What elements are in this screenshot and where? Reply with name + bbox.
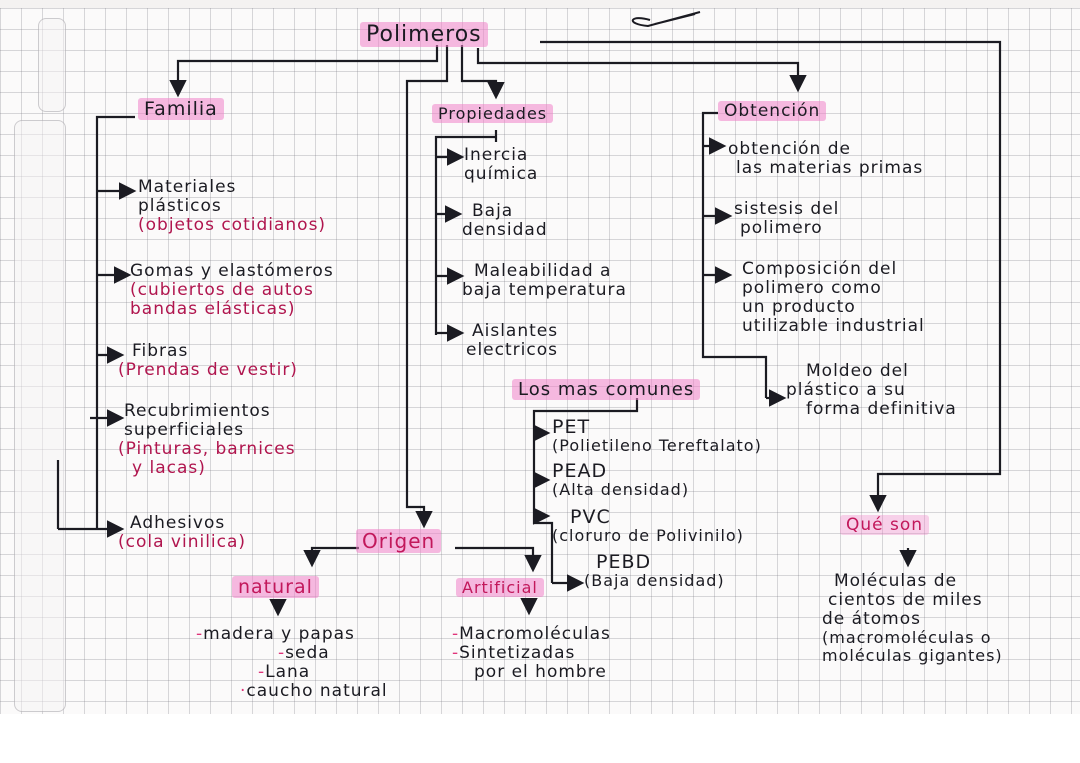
item-text: plástico a su	[786, 380, 906, 400]
item-text: obtención de	[728, 139, 851, 159]
item-paren: (cloruro de Polivinilo)	[552, 526, 744, 545]
familia-item-2: Gomas y elastómeros (cubiertos de autos …	[130, 262, 334, 319]
queson-header: Qué son	[840, 515, 930, 535]
artificial-items: -Macromoléculas -Sintetizadas por el hom…	[452, 624, 611, 682]
item-text: Moldeo del	[806, 361, 909, 381]
origen-label: Origen	[356, 529, 442, 553]
bottom-strip	[0, 714, 1080, 763]
natural-label: natural	[232, 576, 319, 598]
familia-item-1: Materiales plásticos (objetos cotidianos…	[138, 178, 326, 235]
item-text: Maleabilidad a	[474, 261, 612, 281]
propiedades-label: Propiedades	[432, 104, 554, 123]
obtencion-item-4: Moldeo del plástico a su forma definitiv…	[786, 362, 957, 419]
item-text: Aislantes	[472, 321, 559, 341]
comunes-label: Los mas comunes	[512, 379, 701, 400]
item-text: Sintetizadas	[459, 643, 576, 663]
item-text: madera y papas	[203, 624, 355, 644]
obtencion-header: Obtención	[718, 101, 827, 121]
item-code: PEBD	[596, 551, 652, 573]
item-text: electricos	[466, 340, 558, 360]
origen-header: Origen	[356, 529, 442, 553]
item-text: Lana	[265, 662, 311, 682]
root-title: Polimeros	[360, 22, 488, 47]
item-text: plásticos	[138, 196, 222, 216]
familia-header: Familia	[138, 98, 224, 120]
item-paren: (Baja densidad)	[584, 571, 725, 590]
item-text: Composición del	[742, 259, 898, 279]
item-paren: (Prendas de vestir)	[118, 360, 298, 380]
natural-items: -madera y papas -seda -Lana ·caucho natu…	[196, 624, 388, 701]
item-text: las materias primas	[736, 158, 924, 178]
signature-scribble	[631, 11, 701, 28]
familia-label: Familia	[138, 98, 224, 120]
artificial-label: Artificial	[456, 578, 544, 597]
familia-item-5: Adhesivos (cola vinilica)	[118, 514, 246, 552]
obtencion-item-2: sistesis del polimero	[734, 200, 839, 238]
item-text: Recubrimientos	[124, 401, 271, 421]
item-paren: (Polietileno Tereftalato)	[552, 436, 762, 455]
item-text: densidad	[462, 220, 548, 240]
grid-paper	[0, 8, 1080, 714]
item-text: superficiales	[124, 420, 245, 440]
item-paren: (Alta densidad)	[552, 480, 690, 499]
item-text: utilizable industrial	[742, 316, 925, 336]
item-text: polimero como	[742, 278, 882, 298]
item-text: Macromoléculas	[459, 624, 611, 644]
propiedades-header: Propiedades	[432, 104, 554, 123]
item-text: forma definitiva	[806, 399, 957, 419]
comunes-item-pead: PEAD (Alta densidad)	[552, 462, 689, 499]
definition-text: (macromoléculas o	[822, 628, 992, 647]
item-text: Adhesivos	[130, 513, 226, 533]
item-paren: y lacas)	[132, 458, 206, 478]
queson-definition: Moléculas de cientos de miles de átomos …	[822, 572, 1003, 665]
item-text: por el hombre	[474, 662, 607, 682]
item-text: baja temperatura	[462, 280, 627, 300]
item-text: seda	[285, 643, 330, 663]
item-text: Materiales	[138, 177, 237, 197]
margin-box-top	[38, 18, 66, 112]
item-text: Fibras	[132, 341, 189, 361]
propiedades-item-4: Aislantes electricos	[466, 322, 558, 360]
artificial-header: Artificial	[456, 578, 544, 597]
definition-text: de átomos	[822, 609, 921, 629]
item-text: sistesis del	[734, 199, 840, 219]
comunes-item-pet: PET (Polietileno Tereftalato)	[552, 418, 762, 455]
queson-label: Qué son	[840, 515, 930, 535]
obtencion-label: Obtención	[718, 101, 827, 121]
familia-item-4: Recubrimientos superficiales (Pinturas, …	[118, 402, 296, 478]
propiedades-item-3: Maleabilidad a baja temperatura	[462, 262, 627, 300]
item-paren: (Pinturas, barnices	[118, 439, 296, 459]
natural-header: natural	[232, 576, 319, 598]
propiedades-item-2: Baja densidad	[462, 202, 548, 240]
item-code: PET	[552, 416, 591, 438]
item-paren: (objetos cotidianos)	[138, 215, 327, 235]
obtencion-item-1: obtención de las materias primas	[728, 140, 923, 178]
margin-box-main	[14, 120, 66, 712]
familia-item-3: Fibras (Prendas de vestir)	[118, 342, 298, 380]
obtencion-item-3: Composición del polimero como un product…	[742, 260, 925, 336]
item-text: Gomas y elastómeros	[130, 261, 334, 281]
item-paren: (cubiertos de autos	[130, 280, 314, 300]
item-paren: bandas elásticas)	[130, 299, 296, 319]
item-paren: (cola vinilica)	[118, 532, 247, 552]
comunes-item-pebd: PEBD (Baja densidad)	[584, 553, 725, 590]
definition-text: cientos de miles	[828, 590, 983, 610]
item-text: química	[464, 164, 539, 184]
item-text: Baja	[472, 201, 514, 221]
comunes-header: Los mas comunes	[512, 379, 701, 400]
definition-text: moléculas gigantes)	[822, 646, 1003, 665]
definition-text: Moléculas de	[834, 571, 958, 591]
item-text: un producto	[742, 297, 856, 317]
root-node: Polimeros	[360, 22, 488, 48]
item-text: polimero	[740, 218, 823, 238]
item-text: caucho natural	[246, 681, 388, 701]
item-code: PVC	[570, 506, 611, 528]
item-code: PEAD	[552, 460, 608, 482]
comunes-item-pvc: PVC (cloruro de Polivinilo)	[552, 508, 744, 545]
item-text: Inercia	[464, 145, 529, 165]
propiedades-item-1: Inercia química	[464, 146, 538, 184]
